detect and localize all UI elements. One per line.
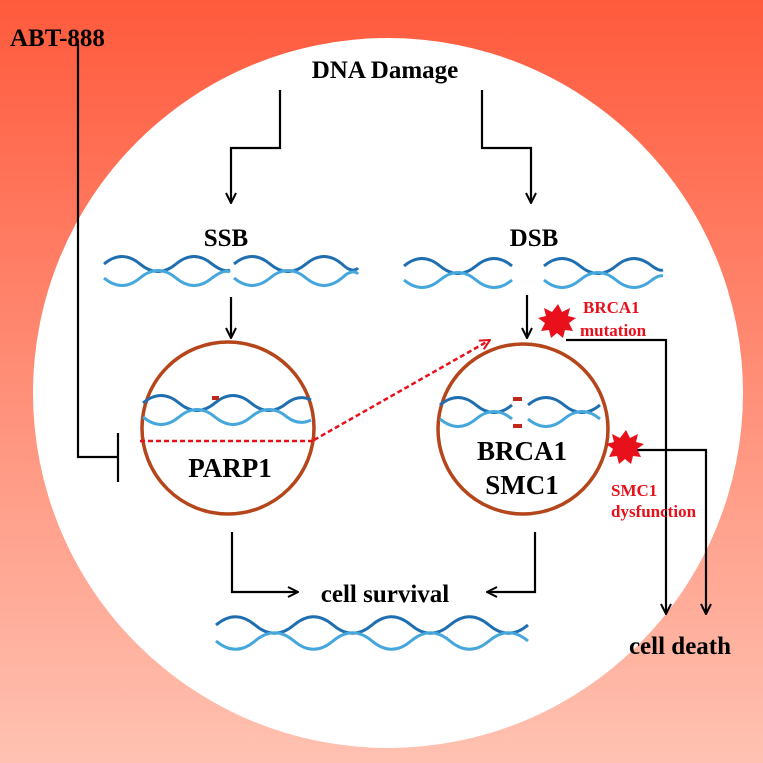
parp1-repair-circle bbox=[140, 340, 316, 516]
parp1-label: PARP1 bbox=[188, 453, 271, 483]
smc1-dysfunction-burst-icon bbox=[606, 430, 644, 464]
ssb-dna-strand bbox=[103, 255, 360, 287]
brca1-mutation-label-2: mutation bbox=[580, 321, 647, 340]
dna-damage-label: DNA Damage bbox=[312, 57, 459, 84]
parp1-to-brca-dashed bbox=[140, 340, 490, 443]
smc1-label: SMC1 bbox=[485, 470, 559, 500]
survival-arrows bbox=[230, 532, 537, 592]
cell-survival-label: cell survival bbox=[321, 581, 450, 608]
brca1-mutation-burst-icon bbox=[538, 304, 576, 338]
brca1-mutation-label: BRCA1 bbox=[583, 298, 640, 317]
smc1-dysfunction-label-2: dysfunction bbox=[611, 502, 697, 521]
dsb-label: DSB bbox=[510, 225, 559, 252]
survival-dna-strand bbox=[215, 615, 529, 651]
abt888-inhibition bbox=[76, 44, 120, 482]
brca1-repair-circle bbox=[436, 342, 610, 516]
abt888-label: ABT-888 bbox=[10, 25, 105, 52]
brca1-label: BRCA1 bbox=[477, 436, 567, 466]
nucleus-circle bbox=[33, 38, 743, 748]
ssb-label: SSB bbox=[204, 225, 248, 252]
smc1-dysfunction-label: SMC1 bbox=[611, 481, 657, 500]
cell-death-label: cell death bbox=[629, 633, 731, 660]
dsb-dna-strand bbox=[403, 257, 664, 289]
cell-death-arrows bbox=[566, 338, 706, 614]
damage-branch-arrows bbox=[231, 90, 531, 203]
repair-arrows bbox=[231, 295, 527, 338]
